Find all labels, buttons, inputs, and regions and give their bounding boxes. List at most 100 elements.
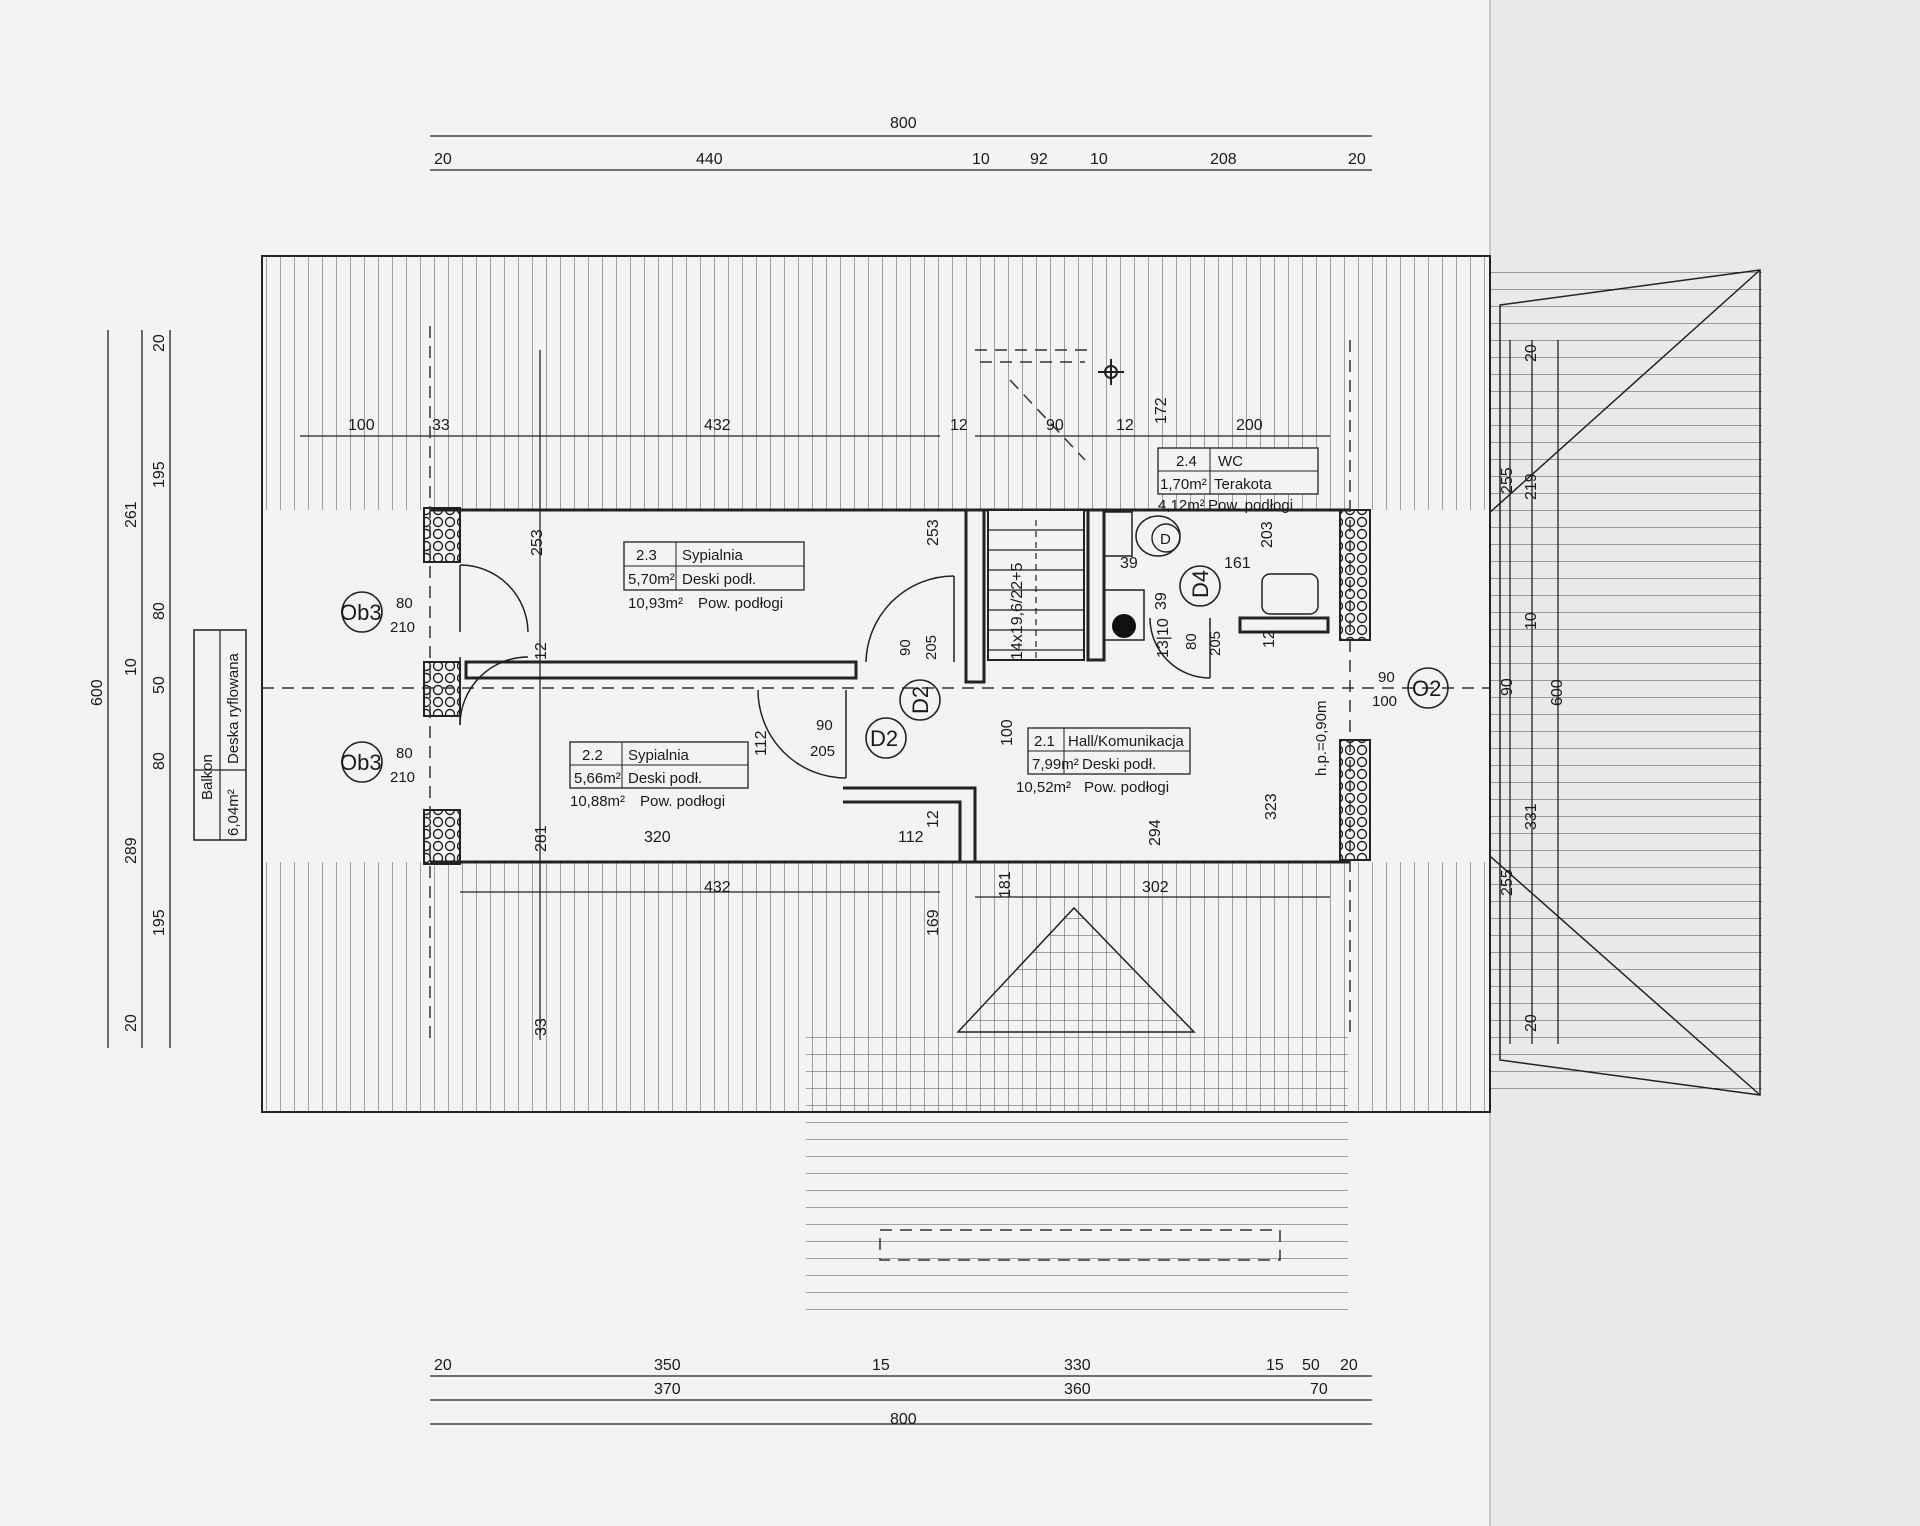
room-area: 5,66m² — [574, 770, 621, 787]
window-height: 210 — [390, 619, 415, 636]
room-finish: Deski podł. — [1082, 756, 1156, 773]
room-area: 5,70m² — [628, 571, 675, 588]
dimension-label: 90 — [1046, 417, 1064, 434]
room-floor-area-label: Pow. podłogi — [1208, 497, 1293, 514]
room-floor-area: 10,88m² — [570, 793, 625, 810]
dim-left-total: 600 — [89, 679, 106, 706]
room-area: 1,70m² — [1160, 476, 1207, 493]
dimension-lines — [107, 135, 1559, 1425]
dim-left-b-0: 20 — [151, 334, 168, 352]
dim-right-3: 10 — [1523, 612, 1540, 630]
window-width: 90 — [1378, 669, 1395, 686]
door-width: 90 — [897, 639, 914, 656]
window-tag-ob3-bottom: Ob3 — [340, 750, 382, 775]
dimension-label: 323 — [1263, 793, 1280, 820]
dimension-label: 281 — [533, 825, 550, 852]
door-tag-d2-hall: D2 — [908, 686, 933, 714]
dashed-overlays — [262, 326, 1490, 1261]
dim-top-seg-5: 208 — [1210, 151, 1237, 168]
dimension-label: 320 — [644, 829, 671, 846]
sill-height-note: h.p.=0,90m — [1313, 701, 1330, 776]
room-floor-area-label: Pow. podłogi — [698, 595, 783, 612]
room-name: Sypialnia — [682, 547, 744, 564]
dim-bottom-r2-0: 370 — [654, 1381, 681, 1398]
walls — [430, 508, 1350, 864]
balcony-name: Balkon — [199, 754, 216, 800]
dim-left-b-2: 80 — [151, 602, 168, 620]
dimension-label: 112 — [898, 829, 924, 846]
window-height: 210 — [390, 769, 415, 786]
dimension-label: 33 — [533, 1018, 550, 1036]
dimension-label: 12 — [1261, 630, 1278, 648]
door-swings — [459, 564, 1211, 779]
room-finish: Deski podł. — [682, 571, 756, 588]
dim-right-5: 255 — [1499, 869, 1516, 896]
washing-machine-icon — [1103, 589, 1145, 641]
sink-icon — [1261, 573, 1319, 615]
room-floor-area-label: Pow. podłogi — [640, 793, 725, 810]
roof-outline — [261, 255, 1491, 1113]
window-tag-o2: O2 — [1412, 676, 1441, 701]
dim-top-total: 800 — [890, 115, 917, 132]
dimension-label: 253 — [529, 529, 546, 556]
room-2-4-label: 2.4 WC 1,70m² Terakota 4,12m² Pow. podło… — [1157, 447, 1319, 514]
door-tag-d4: D4 — [1188, 570, 1213, 598]
room-floor-area-label: Pow. podłogi — [1084, 779, 1169, 796]
dim-left-b-6: 195 — [151, 909, 168, 936]
dimension-label: 12 — [950, 417, 968, 434]
dimension-label: 294 — [1147, 819, 1164, 846]
dim-bottom-r1-4: 15 — [1266, 1357, 1284, 1374]
dim-top-seg-3: 92 — [1030, 151, 1048, 168]
dim-bottom-r1-6: 20 — [1340, 1357, 1358, 1374]
dimension-label: 12 — [533, 642, 550, 660]
left-dimensions: 600 261 289 20 195 80 10 50 80 195 20 — [89, 334, 168, 1032]
dim-bottom-r1-0: 20 — [434, 1357, 452, 1374]
fixture-tag-d: D — [1160, 531, 1171, 548]
dim-bottom-r2-1: 360 — [1064, 1381, 1091, 1398]
dim-left-b-5: 80 — [151, 752, 168, 770]
room-2-1-label: 2.1 Hall/Komunikacja 7,99m² Deski podł. … — [1016, 727, 1191, 796]
dimension-label: 181 — [997, 871, 1014, 898]
dim-right-outer: 600 — [1549, 679, 1566, 706]
door-width: 80 — [1183, 633, 1200, 650]
dimension-label: 203 — [1259, 521, 1276, 548]
right-dimensions: 600 20 255 219 10 90 255 331 20 — [1499, 344, 1566, 1032]
dimension-label: 112 — [753, 730, 770, 756]
dim-right-4: 90 — [1499, 678, 1516, 696]
dimension-label: 253 — [925, 519, 942, 546]
stairs — [987, 509, 1085, 661]
dimension-label: 200 — [1236, 417, 1263, 434]
dim-left-b-3: 10 — [123, 658, 140, 676]
dim-bottom-r1-2: 15 — [872, 1357, 890, 1374]
dimension-label: 33 — [432, 417, 450, 434]
bottom-dimensions: 20 350 15 330 15 50 20 370 360 70 800 — [434, 1357, 1358, 1428]
dim-bottom-r1-5: 50 — [1302, 1357, 1320, 1374]
dim-right-0: 20 — [1523, 344, 1540, 362]
room-floor-area: 10,52m² — [1016, 779, 1071, 796]
dimension-label: 432 — [704, 417, 731, 434]
window-width: 80 — [396, 745, 413, 762]
dimension-label: 100 — [999, 719, 1016, 746]
door-height: 205 — [1207, 631, 1224, 656]
balcony-area: 6,04m² — [225, 789, 242, 836]
room-2-3-label: 2.3 Sypialnia 5,70m² Deski podł. 10,93m²… — [623, 541, 805, 612]
dim-bottom-r1-3: 330 — [1064, 1357, 1091, 1374]
room-area: 7,99m² — [1032, 756, 1079, 773]
dimension-label: 169 — [925, 909, 942, 936]
dimension-label: 12 — [1116, 417, 1134, 434]
dimension-label: 432 — [704, 879, 731, 896]
window-width: 80 — [396, 595, 413, 612]
dimension-label: 172 — [1153, 397, 1170, 424]
balcony-label: Balkon 6,04m² Deska ryflowana — [193, 629, 247, 841]
room-number: 2.4 — [1176, 453, 1197, 470]
dimension-label: 39 — [1153, 592, 1170, 610]
dim-left-b-7: 20 — [123, 1014, 140, 1032]
dim-right-1: 255 — [1499, 467, 1516, 494]
window-height: 100 — [1372, 693, 1397, 710]
dimension-label: 12 — [925, 810, 942, 828]
dimension-label: 39 — [1120, 555, 1138, 572]
drain-icon — [1112, 614, 1136, 638]
dimension-label: 302 — [1142, 879, 1169, 896]
door-width: 90 — [816, 717, 833, 734]
dim-top-seg-0: 20 — [434, 151, 452, 168]
